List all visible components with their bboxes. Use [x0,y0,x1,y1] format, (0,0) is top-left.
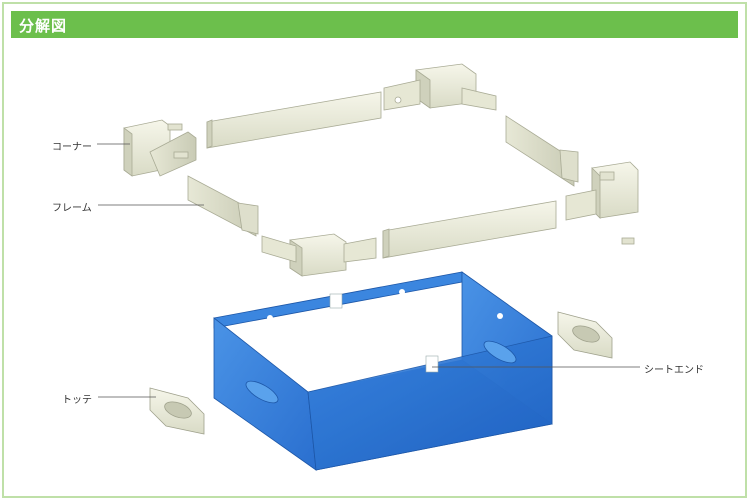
sheet-box [213,271,553,471]
corner-top-right [383,63,497,111]
handle-right [557,311,613,359]
page-title: 分解図 [19,17,68,35]
label-handle: トッテ [62,395,92,406]
frame-rail-bottom [382,200,557,259]
label-frame: フレーム [52,203,92,214]
frame-rail-top [206,91,382,149]
label-corner: コーナー [52,142,92,153]
label-sheet-end: シートエンド [644,365,704,376]
handle-left [149,387,205,435]
corner-right [565,161,639,245]
frame-rail-left [187,175,259,237]
frame-rail-right [505,115,579,187]
header-bar: 分解図 [11,11,738,38]
corner-bottom [261,233,377,277]
corner-left [123,119,197,177]
